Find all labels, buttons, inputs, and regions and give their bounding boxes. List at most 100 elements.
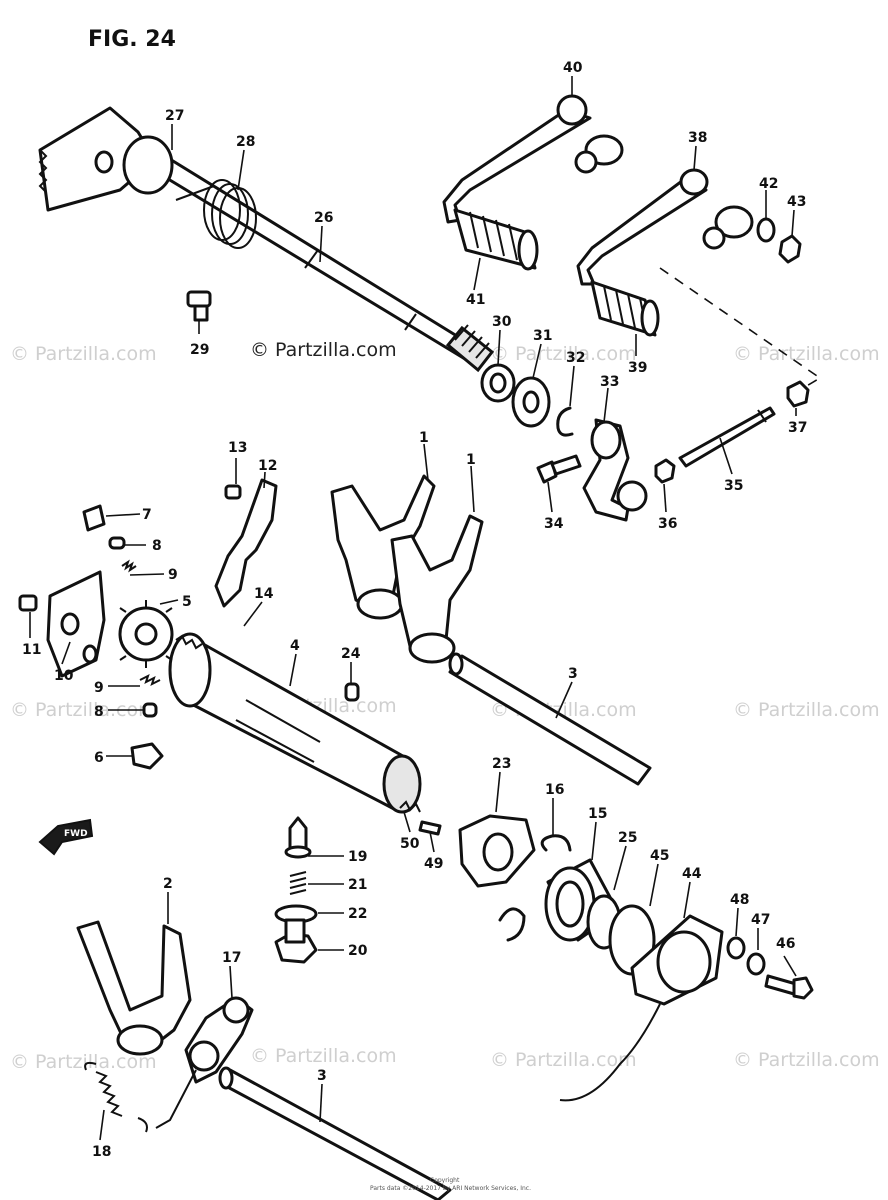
callout-29: 29 (190, 342, 209, 358)
watermark: © Partzilla.com (490, 343, 637, 365)
washer (746, 952, 766, 976)
callout-30: 30 (492, 314, 512, 330)
neutral-switch-assembly (274, 814, 814, 1102)
cam-teeth (175, 634, 203, 650)
gearshift-link-rod (678, 406, 776, 468)
watermark: © Partzilla.com (10, 1051, 157, 1073)
stopper (130, 742, 164, 770)
fwd-label: FWD (64, 829, 88, 839)
callout-10: 10 (54, 668, 74, 684)
callout-15: 15 (588, 806, 607, 822)
callout-21: 21 (348, 877, 367, 893)
callout-20: 20 (348, 943, 368, 959)
callout-27: 27 (165, 108, 184, 124)
callout-7: 7 (142, 507, 152, 523)
callout-9: 9 (94, 680, 104, 696)
callout-12: 12 (258, 458, 277, 474)
shaft-groove (404, 313, 417, 331)
spring-ring (498, 907, 526, 942)
spring (289, 871, 307, 895)
pin (344, 682, 360, 702)
callout-9: 9 (168, 567, 178, 583)
callout-22: 22 (348, 906, 367, 922)
callout-35: 35 (724, 478, 743, 494)
washer (756, 217, 776, 243)
sector-teeth (38, 149, 48, 193)
gear-teeth (119, 600, 173, 668)
nut (786, 380, 810, 408)
watermark: © Partzilla.com (733, 1049, 880, 1071)
callout-38: 38 (688, 130, 707, 146)
callout-31: 31 (533, 328, 552, 344)
washer (726, 936, 746, 960)
shaft-seals (480, 363, 574, 437)
forward-arrow: FWD (38, 818, 94, 856)
pin (142, 702, 158, 718)
callout-16: 16 (545, 782, 564, 798)
watermark: © Partzilla.com (250, 1045, 397, 1067)
spring (399, 800, 421, 813)
cam-stopper-plate (168, 632, 212, 708)
callout-43: 43 (787, 194, 806, 210)
callout-11: 11 (22, 642, 41, 658)
nut (778, 234, 802, 264)
callout-46: 46 (776, 936, 795, 952)
gearshift-cam (178, 638, 412, 812)
gearshift-shaft-assembly (38, 106, 495, 373)
watermark: © Partzilla.com (250, 339, 397, 361)
callout-labels: 27 28 26 29 30 31 32 33 34 36 35 37 40 3… (22, 60, 807, 1160)
callout-5: 5 (182, 594, 192, 610)
watermark: © Partzilla.com (733, 699, 880, 721)
nut (654, 458, 676, 484)
shift-link-assembly (536, 380, 810, 522)
footrest-pivot (714, 205, 754, 239)
reference-dashed-line (659, 267, 822, 391)
callout-32: 32 (566, 350, 585, 366)
callout-14: 14 (254, 586, 274, 602)
footer: Copyright Parts data ©2014-2017 by ARI N… (370, 1177, 531, 1192)
callout-17: 17 (222, 950, 241, 966)
callout-49: 49 (424, 856, 443, 872)
sector-hole (94, 150, 114, 174)
spring (95, 1071, 123, 1117)
callout-19: 19 (348, 849, 367, 865)
screw (224, 484, 242, 500)
shift-forks (330, 474, 484, 664)
callout-50: 50 (400, 836, 420, 852)
callout-2: 2 (163, 876, 173, 892)
callout-13: 13 (228, 440, 247, 456)
figure-title: FIG. 24 (88, 27, 176, 52)
circlip (540, 834, 572, 852)
callout-24: 24 (341, 646, 361, 662)
lever-link (155, 1069, 197, 1129)
callout-4: 4 (290, 638, 300, 654)
lower-fork-assembly (76, 920, 452, 1200)
callout-40: 40 (563, 60, 583, 76)
callout-41: 41 (466, 292, 485, 308)
footrest-front (576, 168, 802, 337)
pin (108, 536, 126, 550)
callout-1: 1 (466, 452, 476, 468)
callout-26: 26 (314, 210, 333, 226)
callout-45: 45 (650, 848, 669, 864)
screw (18, 594, 38, 612)
watermark: © Partzilla.com (10, 699, 157, 721)
bolt-shank (764, 974, 798, 996)
footrest-bracket-rear (442, 108, 592, 224)
callout-1: 1 (419, 430, 429, 446)
shaft-spline-end (445, 325, 495, 373)
callout-3: 3 (317, 1068, 327, 1084)
callout-47: 47 (751, 912, 770, 928)
callout-48: 48 (730, 892, 749, 908)
callout-33: 33 (600, 374, 619, 390)
watermark: © Partzilla.com (10, 343, 157, 365)
bolt-shank (550, 454, 582, 476)
footrest-bracket-front (576, 176, 708, 286)
watermark: © Partzilla.com (733, 343, 880, 365)
footer-line-1: Copyright (430, 1177, 460, 1184)
callout-42: 42 (759, 176, 778, 192)
callout-37: 37 (788, 420, 807, 436)
switch-wire (559, 1003, 661, 1102)
footrest-rear (442, 94, 624, 271)
